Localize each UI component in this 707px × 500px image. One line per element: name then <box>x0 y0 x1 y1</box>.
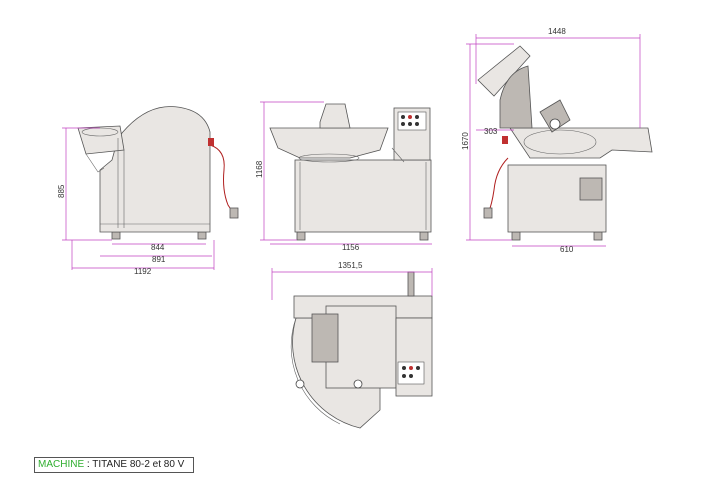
machine-caption-value: TITANE 80-2 et 80 V <box>92 459 185 470</box>
top-view-dimensions: 1351,5 <box>271 261 433 300</box>
dim-front-height: 1168 <box>255 160 264 178</box>
dim-right-height: 1670 <box>461 132 470 150</box>
machine-caption-key: MACHINE <box>38 459 85 470</box>
side-view <box>77 106 239 240</box>
dim-right-width-top: 1448 <box>548 27 566 36</box>
machine-caption: MACHINE : TITANE 80-2 et 80 V <box>34 457 194 473</box>
top-view <box>290 271 433 429</box>
right-side-view-dimensions: 1448 1670 303 610 <box>461 27 641 254</box>
dim-front-width: 1156 <box>342 243 360 252</box>
dim-side-depth-mid: 891 <box>152 255 166 264</box>
dim-top-width: 1351,5 <box>338 261 363 270</box>
dim-side-height: 885 <box>57 184 66 198</box>
dim-side-depth-total: 1192 <box>134 267 152 276</box>
dim-right-offset: 303 <box>484 127 498 136</box>
front-view-dimensions: 1168 1156 <box>255 101 432 252</box>
machine-caption-separator: : <box>84 459 93 470</box>
right-side-view <box>477 45 653 241</box>
side-view-dimensions: 885 844 891 1192 <box>57 127 215 276</box>
dim-right-base: 610 <box>560 245 574 254</box>
dim-side-depth-base: 844 <box>151 243 165 252</box>
front-view <box>269 103 432 241</box>
